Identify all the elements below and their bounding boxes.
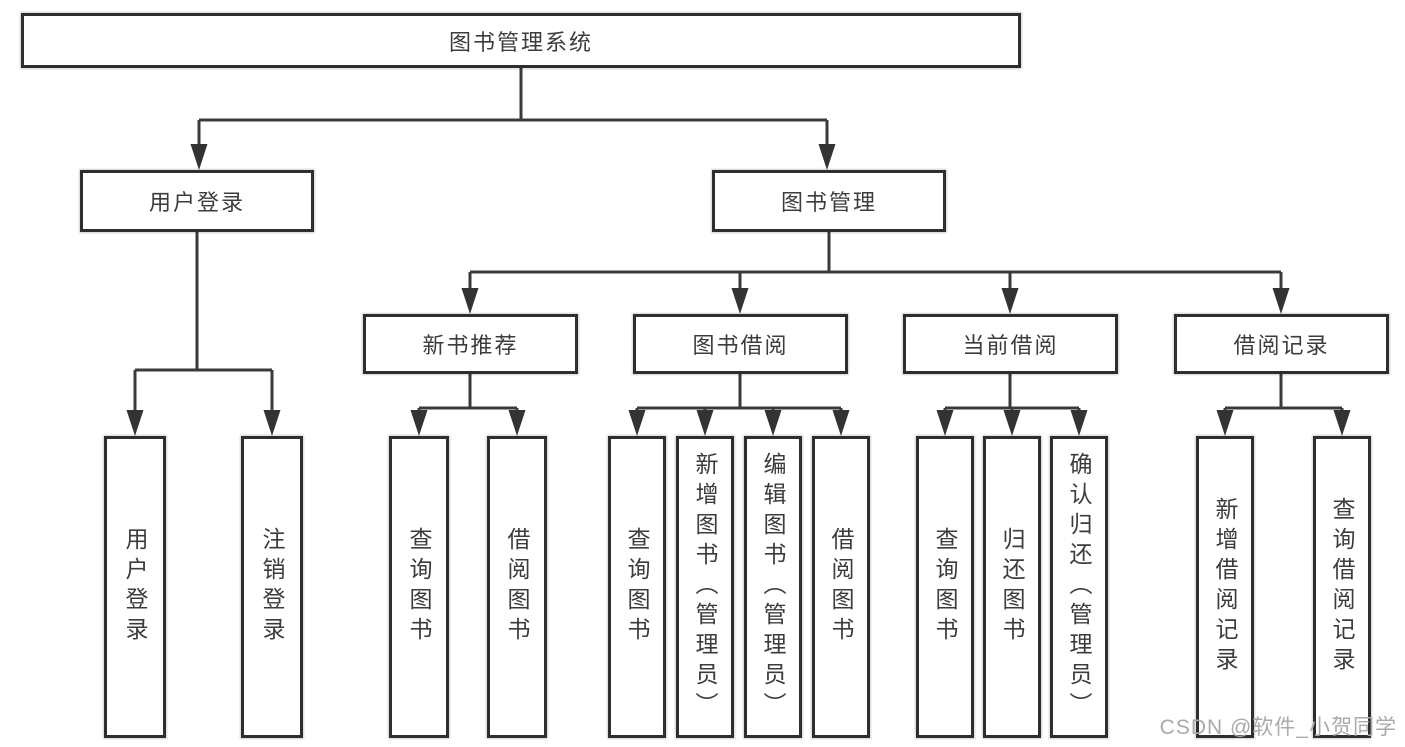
leaf-edit-books-admin: 编辑图书（管理员） <box>744 436 802 738</box>
leaf-user-login: 用户登录 <box>104 436 166 738</box>
leaf-label: 确认归还（管理员） <box>1066 452 1092 722</box>
leaf-label: 用户登录 <box>122 527 148 647</box>
node-label: 新书推荐 <box>422 333 519 358</box>
leaf-borrow-books: 借阅图书 <box>812 436 870 738</box>
leaf-label: 新增借阅记录 <box>1212 497 1238 677</box>
node-book-management: 图书管理 <box>712 170 946 232</box>
node-label: 图书管理 <box>780 190 877 215</box>
leaf-add-borrow-record: 新增借阅记录 <box>1196 436 1254 738</box>
node-book-borrowing: 图书借阅 <box>633 314 848 374</box>
leaf-return-books: 归还图书 <box>983 436 1041 738</box>
node-current-borrowing: 当前借阅 <box>903 314 1118 374</box>
leaf-label: 借阅图书 <box>828 527 854 647</box>
leaf-label: 借阅图书 <box>504 527 530 647</box>
node-library-management-system: 图书管理系统 <box>21 13 1021 68</box>
node-label: 图书借阅 <box>692 333 789 358</box>
leaf-label: 查询图书 <box>624 527 650 647</box>
node-label: 用户登录 <box>148 190 245 215</box>
leaf-query-books: 查询图书 <box>608 436 666 738</box>
node-label: 图书管理系统 <box>448 29 593 55</box>
node-new-book-recommendation: 新书推荐 <box>363 314 578 374</box>
leaf-label: 归还图书 <box>999 527 1025 647</box>
leaf-query-books: 查询图书 <box>389 436 449 738</box>
node-label: 当前借阅 <box>962 333 1059 358</box>
node-user-login: 用户登录 <box>80 170 314 232</box>
leaf-query-borrow-record: 查询借阅记录 <box>1313 436 1371 738</box>
leaf-label: 查询图书 <box>932 527 958 647</box>
csdn-watermark: CSDN @软件_小贺同学 <box>1159 716 1397 739</box>
leaf-logout: 注销登录 <box>241 436 303 738</box>
node-label: 借阅记录 <box>1233 333 1330 358</box>
leaf-borrow-books: 借阅图书 <box>487 436 547 738</box>
leaf-add-books-admin: 新增图书（管理员） <box>676 436 734 738</box>
leaf-label: 编辑图书（管理员） <box>760 452 786 722</box>
leaf-confirm-return-admin: 确认归还（管理员） <box>1050 436 1108 738</box>
leaf-label: 注销登录 <box>259 527 285 647</box>
leaf-label: 查询图书 <box>406 527 432 647</box>
leaf-label: 新增图书（管理员） <box>692 452 718 722</box>
leaf-query-books: 查询图书 <box>916 436 974 738</box>
node-borrowing-records: 借阅记录 <box>1174 314 1389 374</box>
leaf-label: 查询借阅记录 <box>1329 497 1355 677</box>
